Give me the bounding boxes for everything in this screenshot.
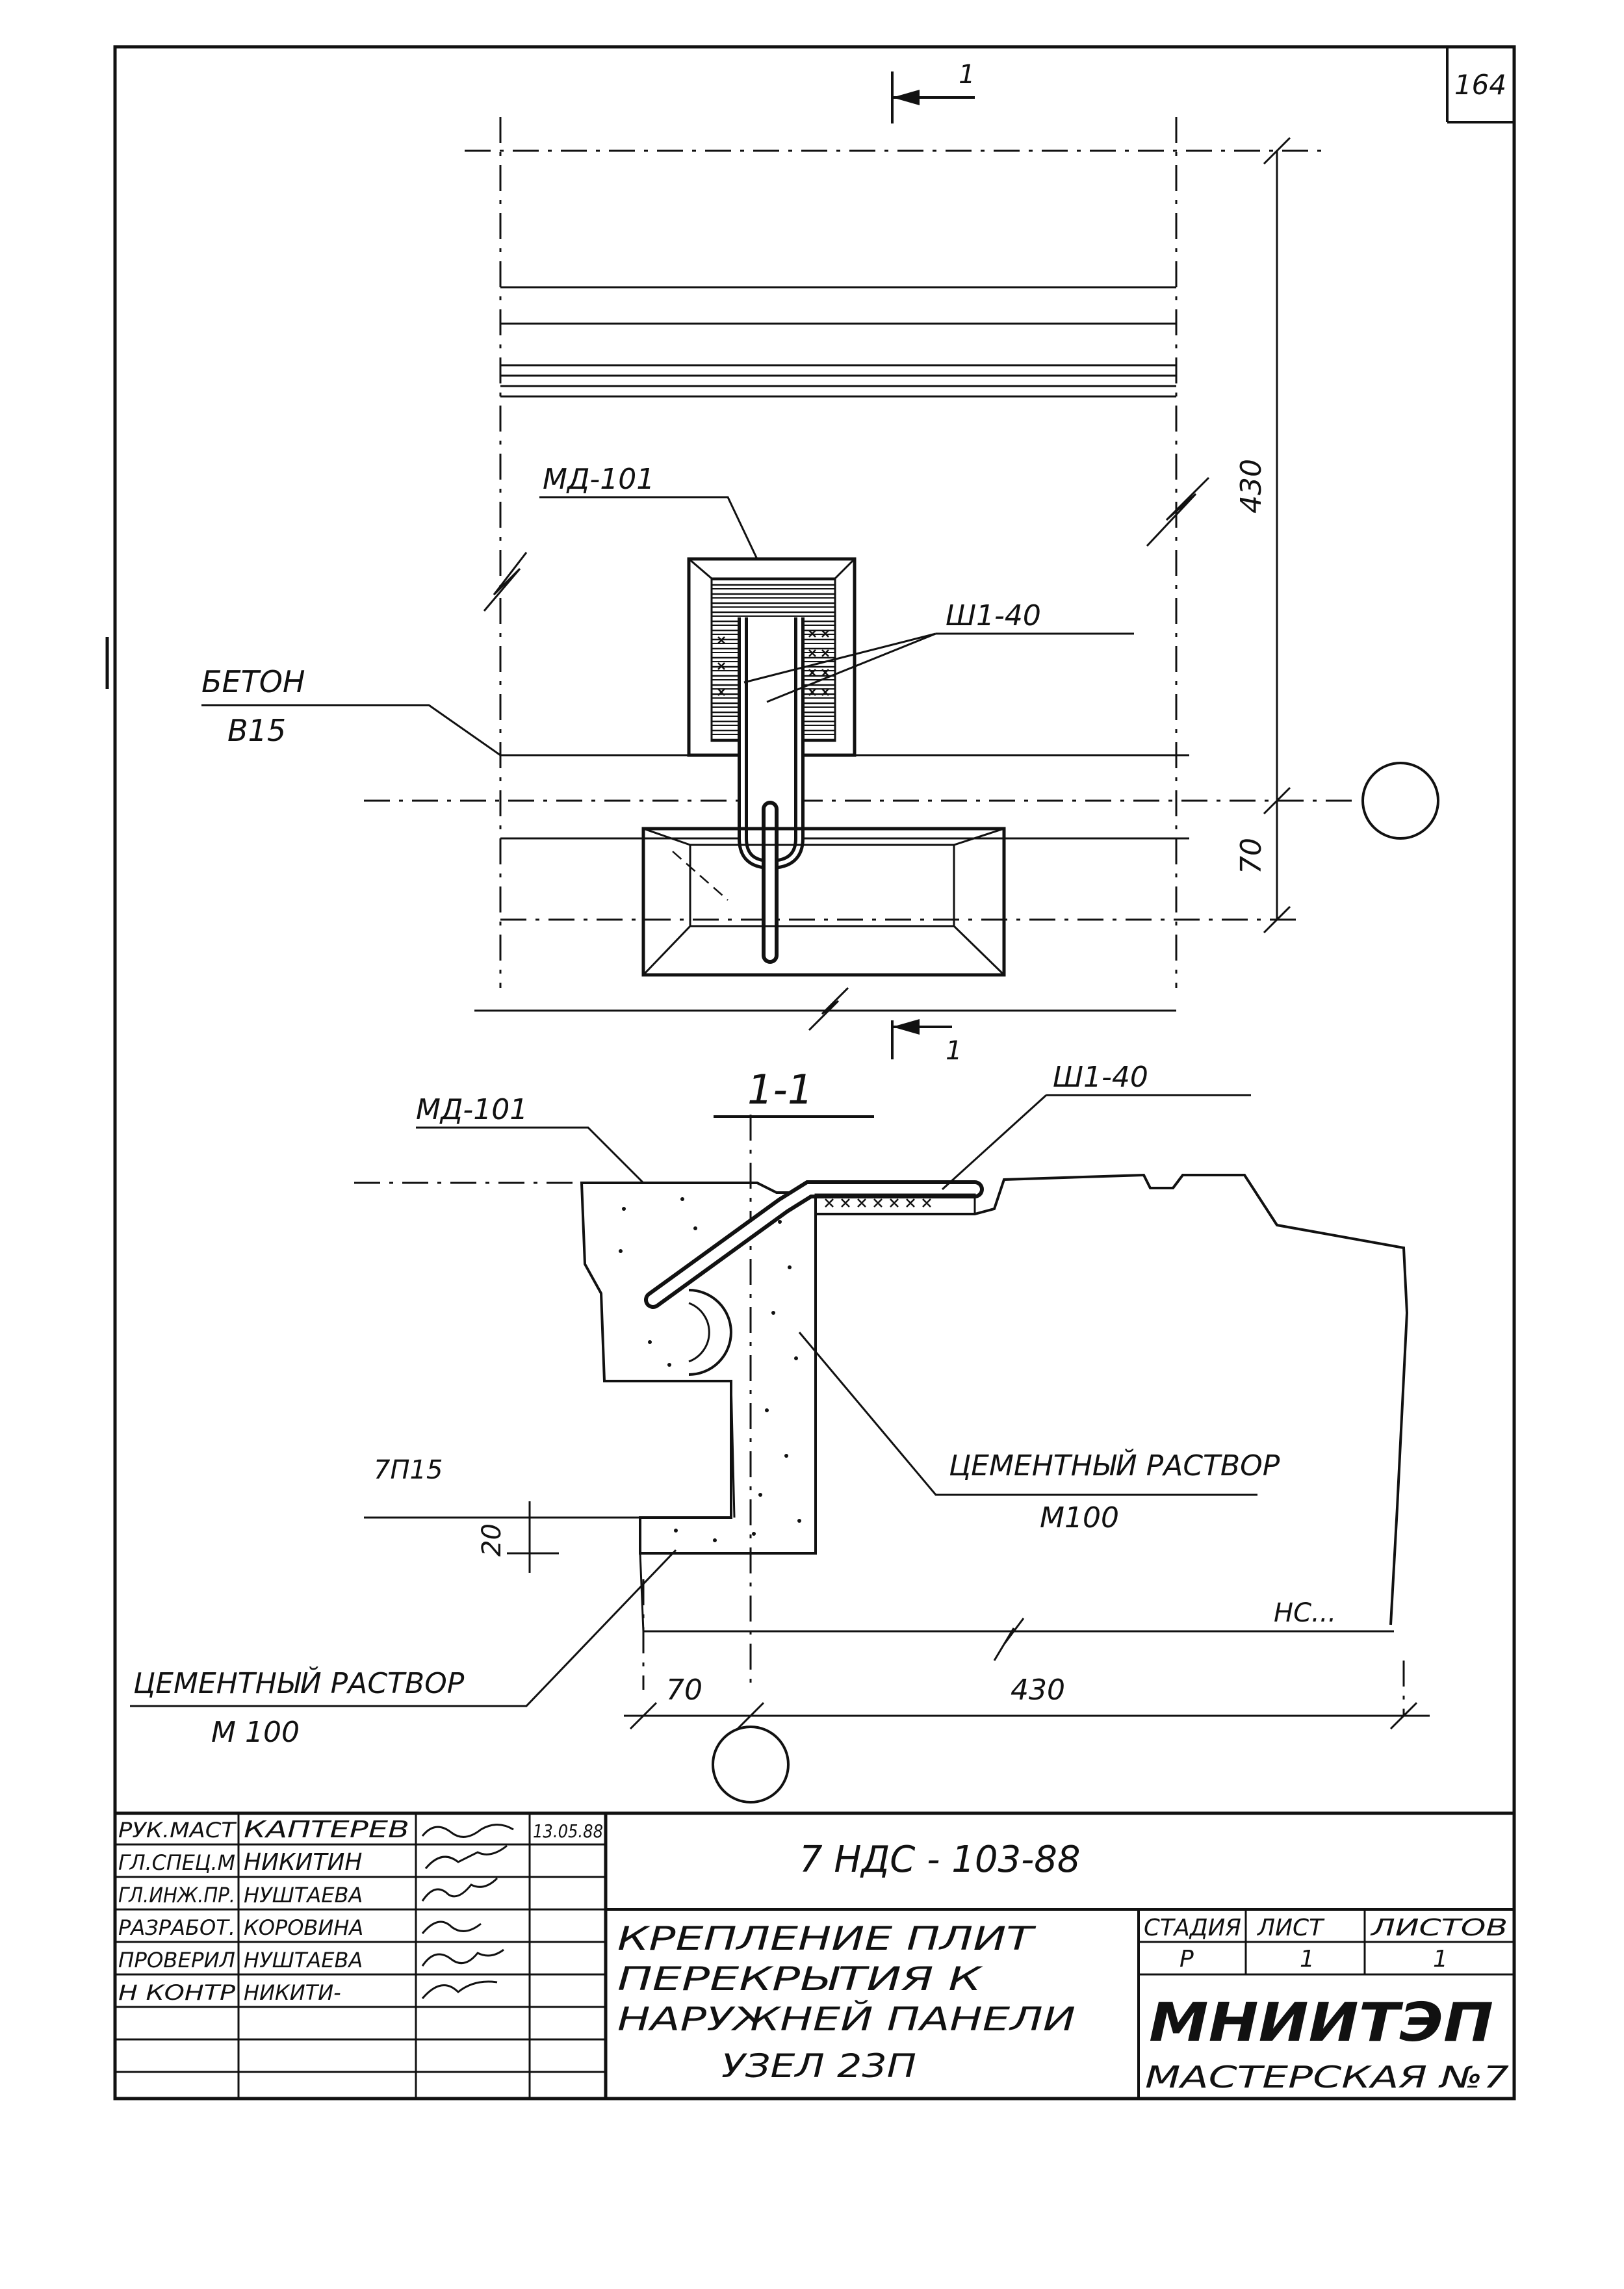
stage-value: Р bbox=[1179, 1946, 1194, 1972]
sheet-frame bbox=[113, 45, 1516, 2101]
floor-slab bbox=[816, 1173, 1409, 1625]
section-label-7p15: 7П15 bbox=[374, 1455, 443, 1485]
organization-name: МНИИТЭП bbox=[1149, 1992, 1493, 2054]
description-line: ПЕРЕКРЫТИЯ К bbox=[617, 1960, 984, 1998]
section-label-cement-right-grade: М100 bbox=[1040, 1501, 1119, 1534]
row-date: 13.05.88 bbox=[533, 1820, 603, 1842]
plan-view: 1 bbox=[201, 60, 1439, 1066]
row-name: НУШТАЕВА bbox=[244, 1948, 363, 1972]
lower-recess bbox=[641, 827, 1006, 977]
signature-table: РУК.МАСТ КАПТЕРЕВ 13.05.88 ГЛ.СПЕЦ.М НИК… bbox=[118, 1817, 603, 2005]
drawing-description: КРЕПЛЕНИЕ ПЛИТ ПЕРЕКРЫТИЯ К НАРУЖНЕЙ ПАН… bbox=[617, 1920, 1076, 2085]
sheets-header: ЛИСТОВ bbox=[1369, 1915, 1508, 1941]
plan-label-b15: В15 bbox=[227, 713, 286, 748]
section-label-cement-right: ЦЕМЕНТНЫЙ РАСТВОР bbox=[949, 1448, 1280, 1482]
section-label-cement-left: ЦЕМЕНТНЫЙ РАСТВОР bbox=[133, 1666, 465, 1700]
description-line: КРЕПЛЕНИЕ ПЛИТ bbox=[617, 1920, 1037, 1958]
row-role: РУК.МАСТ bbox=[118, 1818, 237, 1843]
row-name: КОРОВИНА bbox=[244, 1915, 363, 1940]
section-marker-top: 1 bbox=[891, 60, 975, 123]
plan-label-md: МД-101 bbox=[543, 463, 654, 496]
section-dim-20: 20 bbox=[477, 1523, 507, 1557]
row-role: ГЛ.СПЕЦ.М bbox=[118, 1850, 235, 1875]
section-axis-circle bbox=[712, 1726, 790, 1804]
section-dim-70: 70 bbox=[666, 1674, 702, 1707]
section-marker-bottom-label: 1 bbox=[946, 1036, 962, 1066]
section-marker-top-label: 1 bbox=[959, 60, 975, 90]
exterior-panel bbox=[580, 1182, 817, 1555]
section-label-sh: Ш1-40 bbox=[1053, 1061, 1148, 1094]
section-dim-430: 430 bbox=[1011, 1674, 1065, 1707]
plan-dim-430: 430 bbox=[1235, 459, 1268, 513]
row-role: Н КОНТР bbox=[118, 1980, 236, 2005]
sheets-value: 1 bbox=[1433, 1946, 1448, 1972]
plan-axis-circle bbox=[1361, 762, 1439, 840]
row-role: ГЛ.ИНЖ.ПР. bbox=[118, 1883, 235, 1908]
section-label-md: МД-101 bbox=[416, 1093, 528, 1126]
row-name: НУШТАЕВА bbox=[244, 1883, 363, 1908]
stage-header: СТАДИЯ bbox=[1144, 1915, 1241, 1941]
title-block: РУК.МАСТ КАПТЕРЕВ 13.05.88 ГЛ.СПЕЦ.М НИК… bbox=[115, 1811, 1514, 2099]
sheet-header: ЛИСТ bbox=[1256, 1915, 1325, 1941]
row-role: РАЗРАБОТ. bbox=[118, 1915, 235, 1940]
row-name: НИКИТИН bbox=[244, 1849, 362, 1876]
plan-label-beton: БЕТОН bbox=[201, 664, 305, 699]
plan-label-sh: Ш1-40 bbox=[946, 599, 1041, 632]
document-code: 7 НДС - 103-88 bbox=[799, 1839, 1081, 1881]
organization-workshop: МАСТЕРСКАЯ №7 bbox=[1145, 2060, 1509, 2095]
section-title: 1-1 bbox=[747, 1066, 813, 1113]
row-name: КАПТЕРЕВ bbox=[244, 1817, 409, 1843]
sheet-value: 1 bbox=[1300, 1946, 1315, 1972]
plan-dim-70: 70 bbox=[1235, 838, 1268, 874]
row-role: ПРОВЕРИЛ bbox=[118, 1948, 235, 1972]
bent-rod bbox=[644, 1180, 984, 1309]
section-label-cement-left-grade: М 100 bbox=[211, 1716, 300, 1749]
row-name: НИКИТИ- bbox=[244, 1980, 341, 2005]
sheet-number: 164 bbox=[1454, 69, 1506, 101]
description-line: УЗЕЛ 23П bbox=[721, 2047, 916, 2085]
section-marker-bottom: 1 bbox=[891, 1019, 962, 1066]
description-line: НАРУЖНЕЙ ПАНЕЛИ bbox=[617, 2000, 1076, 2038]
section-view: 1-1 МД-101 Ш1-40 ЦЕ bbox=[130, 1061, 1430, 1804]
section-label-nc: НС... bbox=[1274, 1598, 1336, 1628]
sheet-number-box: 164 bbox=[1446, 47, 1514, 123]
signatures bbox=[421, 1824, 514, 1999]
